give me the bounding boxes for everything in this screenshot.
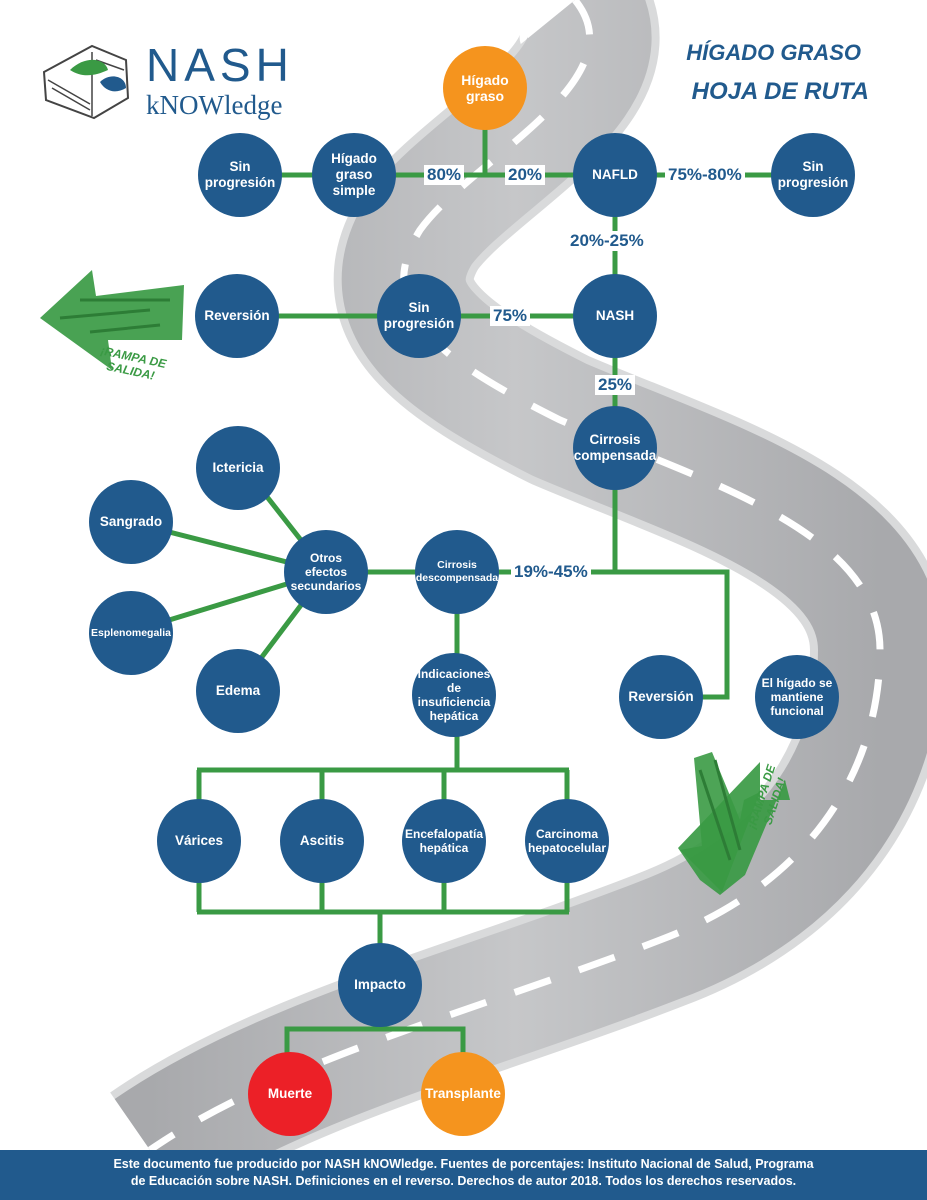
title-line-1: HÍGADO GRASO bbox=[686, 40, 861, 65]
pct-25: 25% bbox=[595, 375, 636, 395]
node-nash: NASH bbox=[573, 274, 657, 358]
node-sangrado: Sangrado bbox=[89, 480, 173, 564]
node-cirrosis-descompensada: Cirrosis descompensada bbox=[415, 530, 499, 614]
node-esplenomegalia: Esplenomegalia bbox=[89, 591, 173, 675]
pct-20: 20% bbox=[505, 165, 546, 185]
node-edema: Edema bbox=[196, 649, 280, 733]
node-impacto: Impacto bbox=[338, 943, 422, 1027]
node-cirrosis-compensada: Cirrosis compensada bbox=[573, 406, 657, 490]
node-varices: Várices bbox=[157, 799, 241, 883]
footer-line-1: Este documento fue producido por NASH kN… bbox=[113, 1157, 814, 1171]
node-sin-progresion-right: Sin progresión bbox=[771, 133, 855, 217]
open-book-icon bbox=[42, 44, 130, 120]
footer-line-2: de Educación sobre NASH. Definiciones en… bbox=[130, 1174, 797, 1188]
footer: Este documento fue producido por NASH kN… bbox=[0, 1150, 927, 1200]
node-reversion-bottom: Reversión bbox=[619, 655, 703, 739]
node-reversion-top: Reversión bbox=[195, 274, 279, 358]
exit-ramp-arrow-top bbox=[40, 270, 184, 370]
node-encefalopatia: Encefalopatía hepática bbox=[402, 799, 486, 883]
pct-75-80: 75%-80% bbox=[665, 165, 745, 185]
pct-19-45: 19%-45% bbox=[511, 562, 591, 582]
node-ascitis: Ascitis bbox=[280, 799, 364, 883]
node-indicaciones: Indicaciones de insuficiencia hepática bbox=[412, 653, 496, 737]
pct-75: 75% bbox=[490, 306, 531, 326]
logo-wordmark-nash: NASH bbox=[146, 39, 294, 91]
pct-20-25: 20%-25% bbox=[567, 231, 647, 251]
title-line-2: HOJA DE RUTA bbox=[691, 78, 869, 105]
node-carcinoma: Carcinoma hepatocelular bbox=[525, 799, 609, 883]
node-muerte: Muerte bbox=[248, 1052, 332, 1136]
node-otros-efectos: Otros efectos secundarios bbox=[284, 530, 368, 614]
road bbox=[110, 0, 927, 1200]
logo-wordmark-knowledge: kNOWledge bbox=[146, 90, 283, 120]
node-transplante: Transplante bbox=[421, 1052, 505, 1136]
exit-ramp-arrow-bottom bbox=[678, 752, 790, 895]
node-higado-graso: Hígado graso bbox=[443, 46, 527, 130]
node-sin-progresion-mid: Sin progresión bbox=[377, 274, 461, 358]
node-higado-funcional: El hígado se mantiene funcional bbox=[755, 655, 839, 739]
pct-80: 80% bbox=[424, 165, 465, 185]
node-nafld: NAFLD bbox=[573, 133, 657, 217]
node-ictericia: Ictericia bbox=[196, 426, 280, 510]
node-higado-graso-simple: Hígado graso simple bbox=[312, 133, 396, 217]
node-sin-progresion-left: Sin progresión bbox=[198, 133, 282, 217]
